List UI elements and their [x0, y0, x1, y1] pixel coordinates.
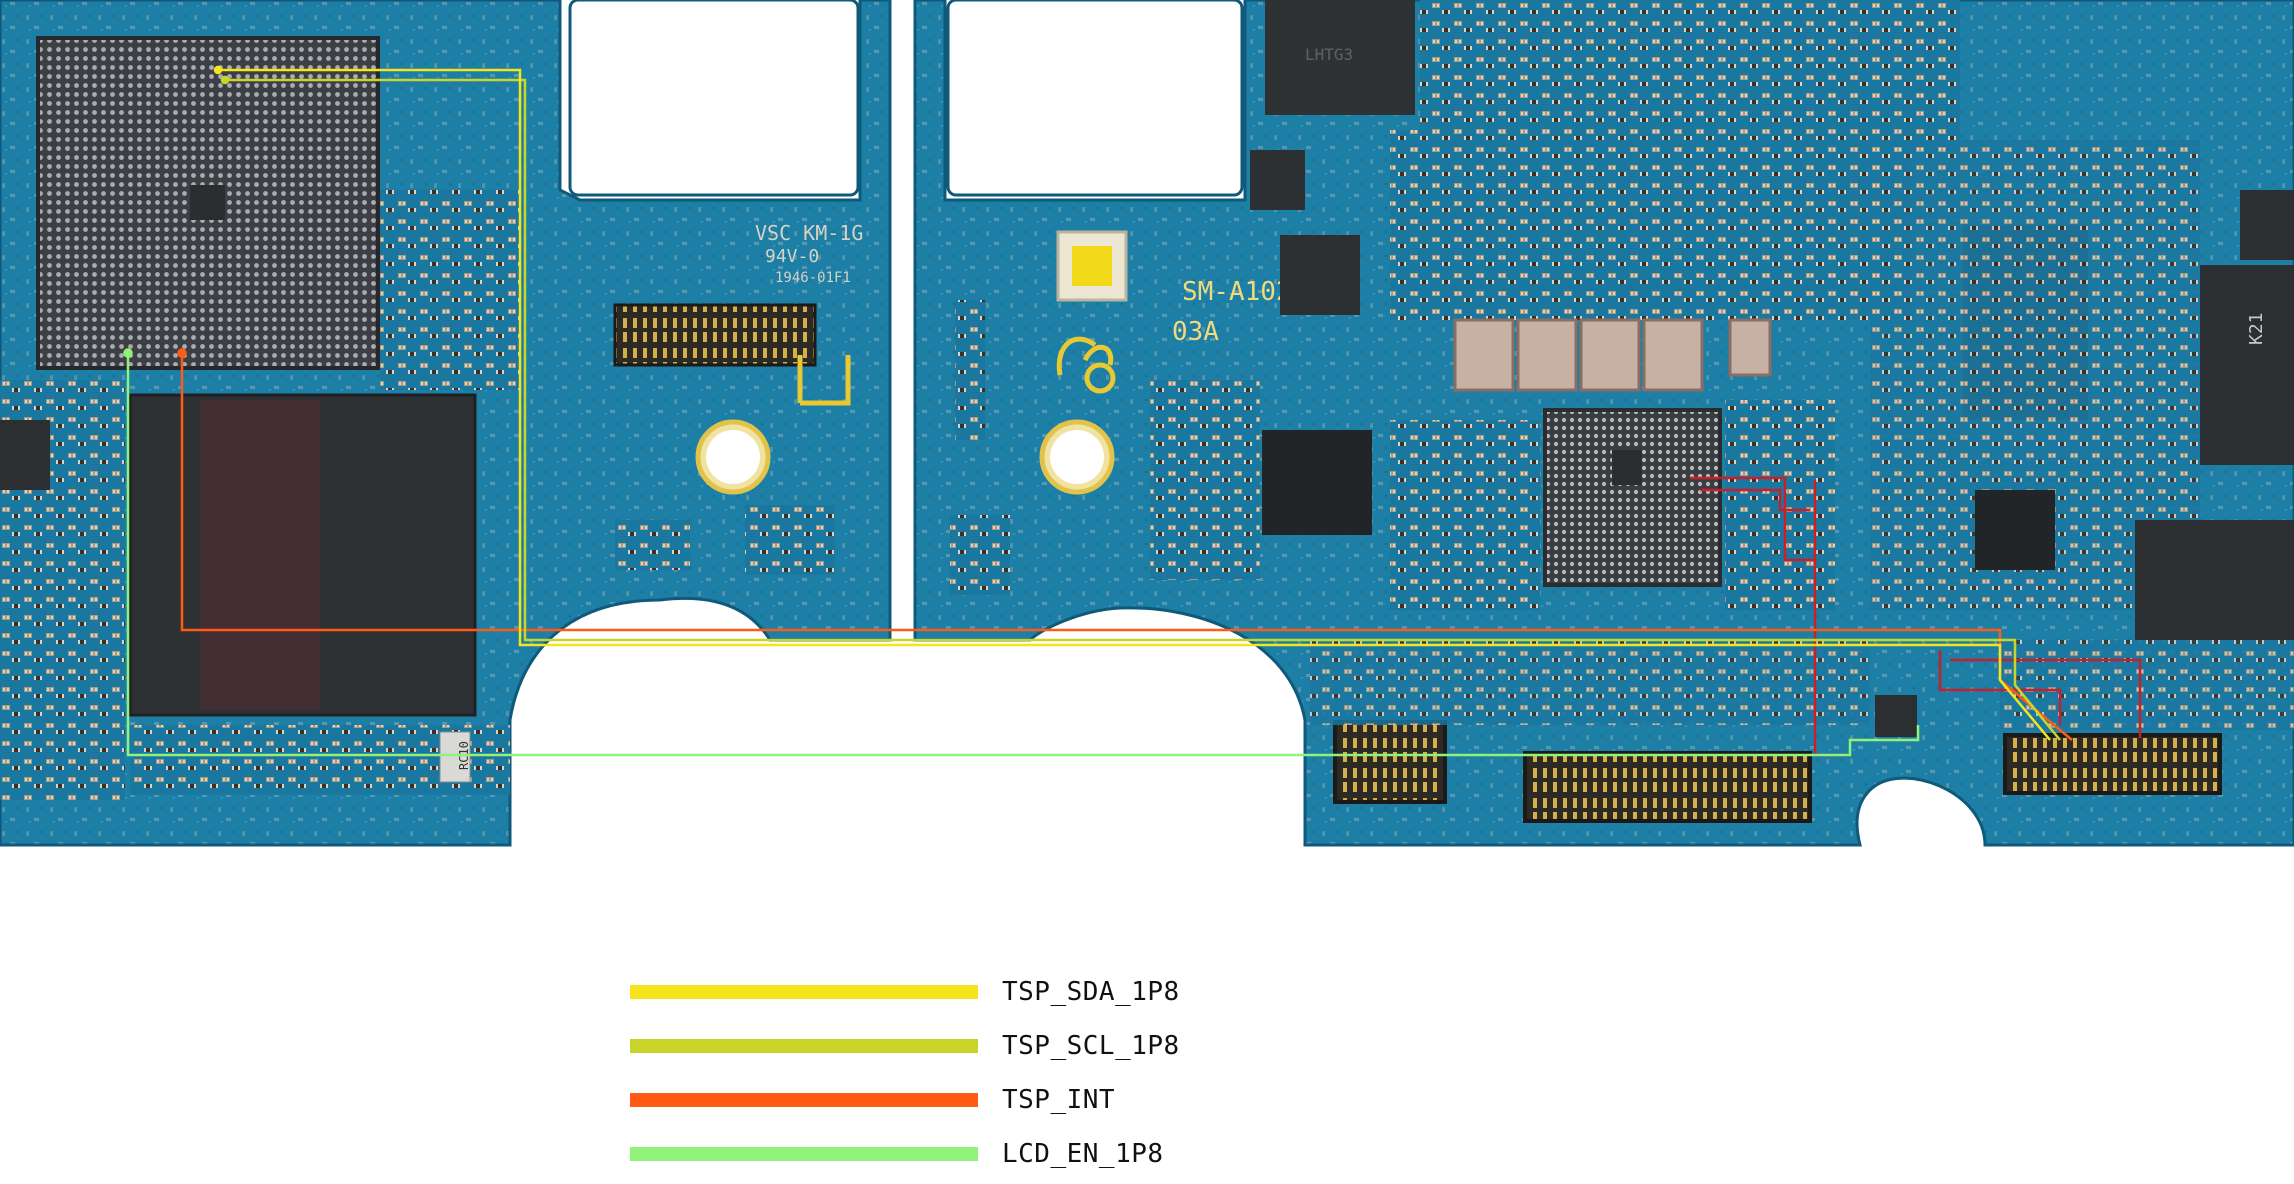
fpc-connector-main — [1523, 751, 1812, 823]
board-cutout-right — [946, 0, 1244, 197]
board-cutout-left — [568, 0, 860, 197]
chip-top-mid — [1280, 235, 1360, 315]
pcb-code-1: VSC KM-1G — [755, 221, 863, 245]
smd-field-left-of-pmic — [1390, 420, 1540, 610]
smd-field-top-right — [1420, 0, 1960, 150]
smd-field-mid-board — [1150, 380, 1260, 580]
smd-field-bottom-far-right — [2000, 640, 2294, 730]
g-logo-icon — [1056, 336, 1116, 394]
net-tsp-int — [177, 348, 2073, 741]
fpc-connector-left — [613, 303, 817, 367]
smd-field-bottom-right — [1310, 640, 1870, 725]
smd-field-center — [1390, 130, 1910, 320]
pcb-code-3: 1946-01F1 — [775, 270, 851, 286]
component-rc10 — [439, 731, 471, 783]
inductor-row — [1453, 318, 1772, 392]
smd-array-left — [745, 505, 835, 575]
chip-k21 — [2200, 265, 2294, 465]
legend-swatch-tsp-scl — [630, 1039, 978, 1053]
soc-center-pad — [190, 185, 225, 220]
pcb-board-diagram: SM-A102U 03A VSC KM-1G 94V-0 1946-01F1 R… — [0, 0, 2294, 847]
legend-label-tsp-scl: TSP_SCL_1P8 — [1002, 1031, 1180, 1061]
smd-column-right — [955, 300, 985, 440]
pmic-bga-chip — [1543, 408, 1722, 587]
smd-pair-left — [615, 520, 690, 570]
legend-item-tsp-int: TSP_INT — [630, 1073, 1430, 1127]
legend-label-tsp-int: TSP_INT — [1002, 1085, 1116, 1115]
legend-swatch-lcd-en — [630, 1147, 978, 1161]
small-ic-near-connector — [1875, 695, 1917, 737]
chip-right-edge — [2135, 520, 2294, 640]
legend-swatch-tsp-int — [630, 1093, 978, 1107]
small-array-right — [950, 515, 1010, 595]
pcb-code-2: 94V-0 — [765, 246, 819, 267]
legend-item-tsp-sda: TSP_SDA_1P8 — [630, 965, 1430, 1019]
memory-chip-reflection — [200, 400, 320, 710]
chip-marking-k21: K21 — [2246, 312, 2267, 345]
fpc-connector-tsp — [2003, 733, 2222, 795]
small-chip-left — [0, 420, 50, 490]
net-legend: TSP_SDA_1P8 TSP_SCL_1P8 TSP_INT LCD_EN_1… — [630, 965, 1430, 1181]
net-tsp-sda — [213, 65, 2051, 741]
pmic-center-pad — [1612, 450, 1642, 485]
smd-field-mid — [380, 190, 520, 390]
bracket-mark-left — [797, 352, 851, 406]
legend-label-lcd-en: LCD_EN_1P8 — [1002, 1139, 1164, 1169]
legend-swatch-tsp-sda — [630, 985, 978, 999]
chip-small-top — [1250, 150, 1305, 210]
revision-marking: 03A — [1172, 317, 1219, 347]
legend-label-tsp-sda: TSP_SDA_1P8 — [1002, 977, 1180, 1007]
chip-marking-lhtg3: LHTG3 — [1305, 45, 1353, 64]
legend-item-lcd-en: LCD_EN_1P8 — [630, 1127, 1430, 1181]
chip-mid-board — [1262, 430, 1372, 535]
memory-chip — [128, 393, 477, 717]
chip-right-top — [2240, 190, 2294, 260]
chip-right-square — [1975, 490, 2055, 570]
legend-item-tsp-scl: TSP_SCL_1P8 — [630, 1019, 1430, 1073]
net-tsp-scl — [220, 75, 2061, 741]
net-lcd-en — [123, 348, 1920, 757]
fpc-connector-small — [1333, 720, 1447, 804]
chip-lhtg3 — [1265, 0, 1415, 115]
